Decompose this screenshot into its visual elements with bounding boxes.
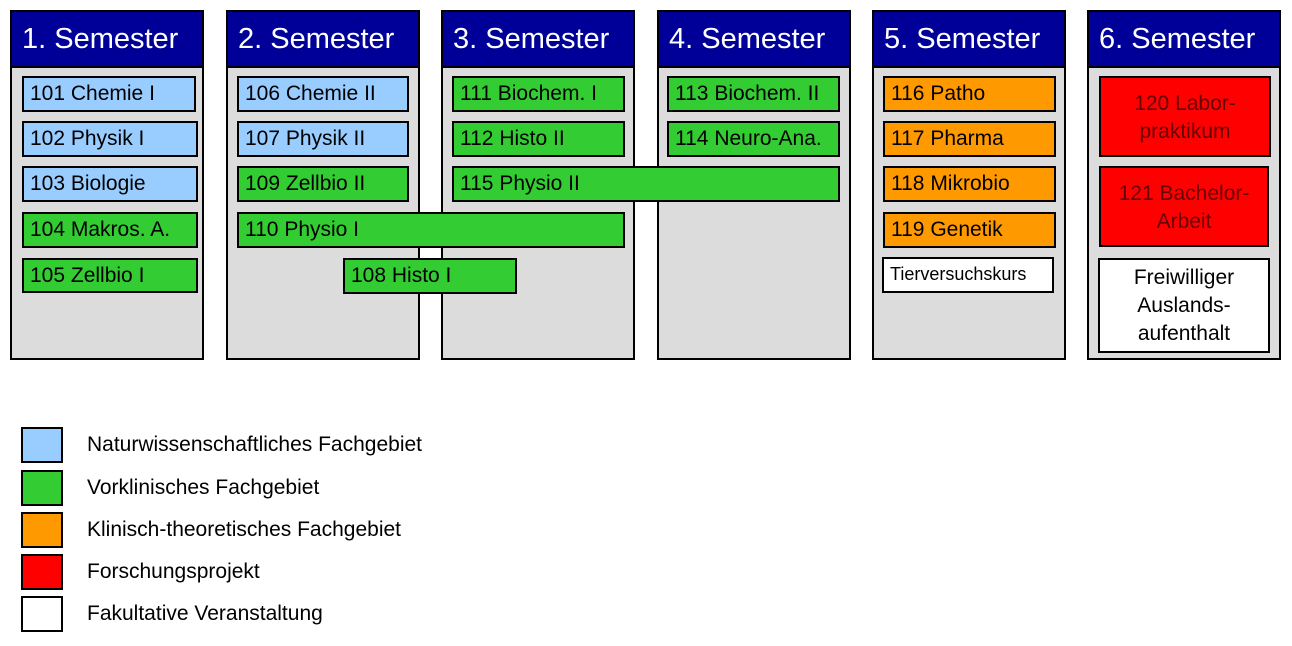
course-tierversuchskurs: Tierversuchskurs (882, 257, 1054, 293)
semester-header-5: 5. Semester (872, 10, 1066, 68)
legend-swatch (21, 470, 63, 506)
legend-label: Vorklinisches Fachgebiet (87, 476, 320, 499)
course-118: 118 Mikrobio (883, 166, 1056, 202)
semester-header-6: 6. Semester (1087, 10, 1281, 68)
course-114: 114 Neuro-Ana. (667, 121, 840, 157)
course-107: 107 Physik II (237, 121, 409, 157)
semester-header-1: 1. Semester (10, 10, 204, 68)
course-119: 119 Genetik (883, 212, 1056, 248)
course-105: 105 Zellbio I (22, 258, 198, 293)
legend-swatch (21, 596, 63, 632)
course-120: 120 Labor-praktikum (1099, 76, 1271, 157)
course-103: 103 Biologie (22, 166, 198, 202)
semester-header-2: 2. Semester (226, 10, 420, 68)
course-101: 101 Chemie I (22, 76, 196, 112)
legend-label: Klinisch-theoretisches Fachgebiet (87, 518, 401, 541)
course-108: 108 Histo I (343, 258, 517, 294)
legend-swatch (21, 427, 63, 463)
legend-swatch (21, 512, 63, 548)
course-104: 104 Makros. A. (22, 212, 198, 248)
semester-header-3: 3. Semester (441, 10, 635, 68)
course-121: 121 Bachelor-Arbeit (1099, 166, 1269, 247)
legend-swatch (21, 554, 63, 590)
legend-label: Naturwissenschaftliches Fachgebiet (87, 433, 422, 456)
course-113: 113 Biochem. II (667, 76, 840, 112)
course-117: 117 Pharma (883, 121, 1056, 157)
legend-label: Forschungsprojekt (87, 560, 260, 583)
course-109: 109 Zellbio II (237, 166, 409, 202)
course-106: 106 Chemie II (237, 76, 409, 112)
legend-label: Fakultative Veranstaltung (87, 602, 323, 625)
course-116: 116 Patho (883, 76, 1056, 112)
course-102: 102 Physik I (22, 121, 198, 157)
semester-header-4: 4. Semester (657, 10, 851, 68)
course-111: 111 Biochem. I (452, 76, 625, 112)
course-115: 115 Physio II (452, 166, 840, 202)
course-110: 110 Physio I (237, 212, 625, 248)
course-112: 112 Histo II (452, 121, 625, 157)
course-auslandsaufenthalt: Freiwilliger Auslands-aufenthalt (1098, 258, 1270, 353)
